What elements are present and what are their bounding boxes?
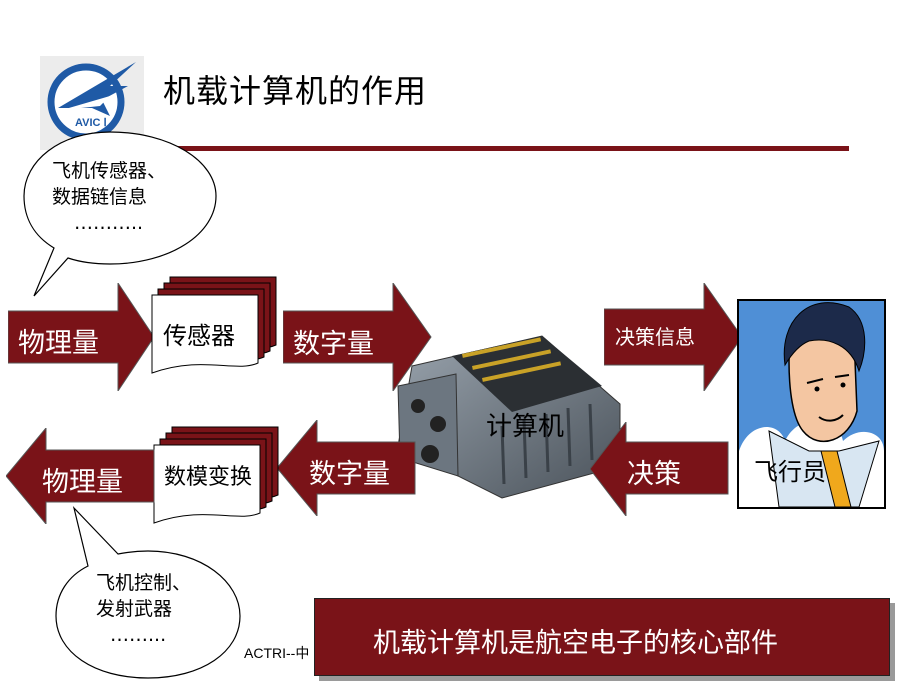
bottom-digital-arrow bbox=[277, 420, 416, 516]
top-bubble-line3: ……….. bbox=[74, 212, 144, 234]
title-underline bbox=[157, 146, 849, 151]
top-digital-label: 数字量 bbox=[293, 329, 374, 360]
computer-label: 计算机 bbox=[486, 412, 565, 442]
company-logo: AVIC Ⅰ bbox=[40, 56, 144, 150]
decision-info-label: 决策信息 bbox=[615, 325, 695, 349]
dac-document-stack bbox=[153, 426, 279, 524]
input-quantity-arrow bbox=[8, 283, 155, 391]
output-quantity-arrow bbox=[6, 428, 155, 524]
footer-text: ACTRI--中 bbox=[244, 645, 310, 661]
pilot-image bbox=[737, 299, 886, 509]
sensor-label: 传感器 bbox=[163, 322, 235, 350]
output-quantity-label: 物理量 bbox=[42, 467, 123, 498]
top-bubble-line1: 飞机传感器、 bbox=[52, 160, 167, 182]
top-bubble-line2: 数据链信息 bbox=[52, 186, 148, 208]
decision-info-arrow bbox=[604, 283, 743, 391]
slide-title: 机载计算机的作用 bbox=[163, 72, 428, 110]
avic-logo-icon bbox=[40, 56, 144, 150]
decision-arrow bbox=[590, 422, 729, 516]
top-speech-bubble bbox=[23, 131, 217, 297]
decision-label: 决策 bbox=[627, 459, 681, 490]
bottom-bubble-line3: ……... bbox=[110, 624, 167, 646]
summary-banner-text: 机载计算机是航空电子的核心部件 bbox=[373, 628, 778, 659]
dac-label: 数模变换 bbox=[164, 465, 253, 490]
top-digital-arrow bbox=[283, 283, 432, 391]
bottom-digital-label: 数字量 bbox=[309, 459, 390, 490]
logo-text: AVIC Ⅰ bbox=[75, 117, 107, 129]
sensor-document-stack bbox=[151, 276, 277, 374]
pilot-icon bbox=[739, 302, 884, 507]
summary-banner: 机载计算机是航空电子的核心部件 bbox=[314, 598, 890, 676]
bottom-bubble-line1: 飞机控制、 bbox=[96, 572, 192, 594]
computer-unit-image bbox=[397, 335, 621, 499]
bottom-speech-bubble bbox=[55, 506, 241, 679]
input-quantity-label: 物理量 bbox=[18, 328, 99, 359]
bottom-bubble-line2: 发射武器 bbox=[96, 598, 173, 620]
pilot-label: 飞行员 bbox=[754, 458, 826, 486]
